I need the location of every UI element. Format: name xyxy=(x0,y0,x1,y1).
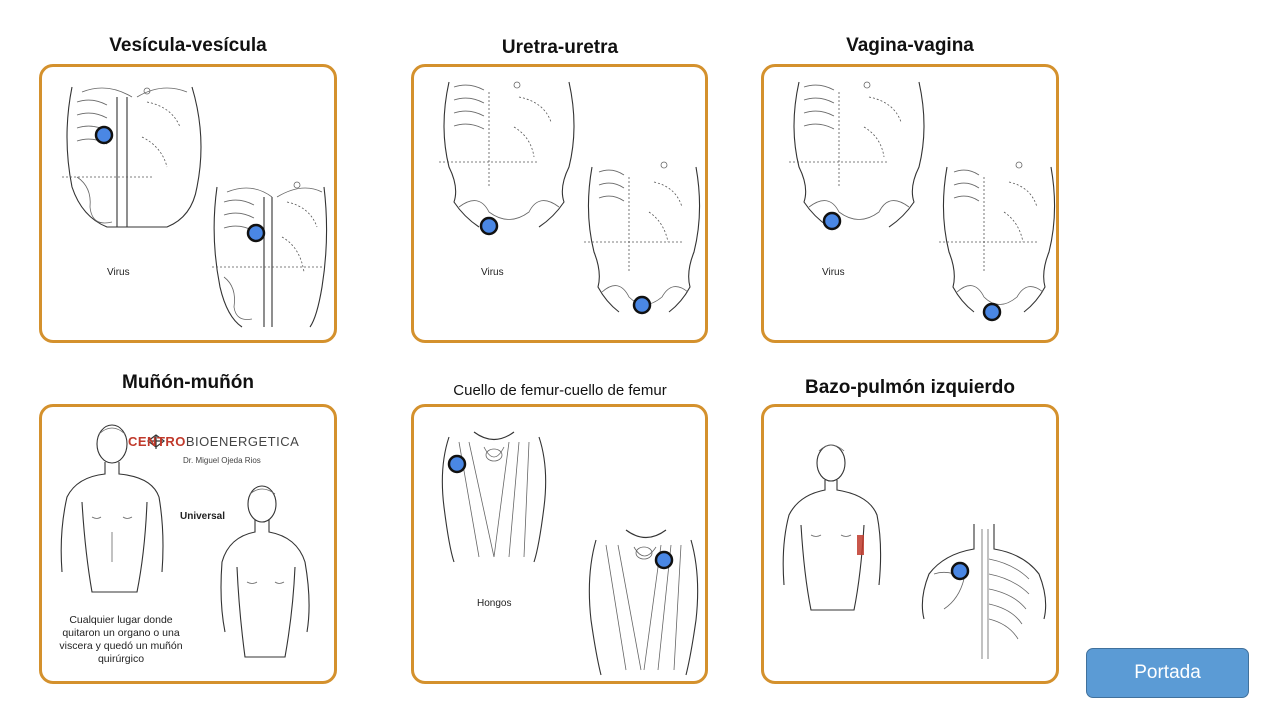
body-illustration xyxy=(60,424,310,658)
panel-munon: CENTROBIOENERGETICA Dr. Miguel Ojeda Rio… xyxy=(39,404,337,684)
panel-title-vesicula: Vesícula-vesícula xyxy=(109,35,267,56)
logo-icon xyxy=(147,434,165,449)
panel-bazo xyxy=(761,404,1059,684)
legs-illustration xyxy=(441,431,699,676)
portada-button[interactable]: Portada xyxy=(1086,648,1249,698)
torso-illustration xyxy=(62,86,328,328)
contact-point-2 xyxy=(246,223,266,243)
torso-illustration xyxy=(789,81,1056,322)
contact-point-2 xyxy=(632,295,652,315)
brand-name: CENTROBIOENERGETICA xyxy=(128,434,300,449)
panel-label: Virus xyxy=(822,267,845,278)
spleen-marker xyxy=(857,535,864,555)
contact-point-2 xyxy=(982,302,1002,322)
torso-illustration xyxy=(439,81,701,315)
contact-point-1 xyxy=(822,211,842,231)
contact-point-1 xyxy=(479,216,499,236)
body-illustration xyxy=(782,444,1047,659)
panel-title-uretra: Uretra-uretra xyxy=(501,37,619,58)
panel-uretra: Virus xyxy=(411,64,708,343)
brand-subtitle: Dr. Miguel Ojeda Rios xyxy=(183,456,261,465)
panel-title-bazo: Bazo-pulmón izquierdo xyxy=(804,377,1016,398)
panel-cuello-femur: Hongos xyxy=(411,404,708,684)
panel-vagina: Virus xyxy=(761,64,1059,343)
panel-label: Virus xyxy=(107,267,130,278)
panel-label: Hongos xyxy=(477,598,512,609)
panel-title-cuello-femur: Cuello de femur-cuello de femur xyxy=(453,382,667,399)
panel-label: Universal xyxy=(180,511,226,522)
contact-point-1 xyxy=(94,125,114,145)
panel-vesicula: Virus xyxy=(39,64,337,343)
panel-title-munon: Muñón-muñón xyxy=(122,372,254,393)
panel-note: Cualquier lugar donde quitaron un organo… xyxy=(59,614,183,665)
panel-label: Virus xyxy=(481,267,504,278)
panel-title-vagina: Vagina-vagina xyxy=(846,35,974,56)
